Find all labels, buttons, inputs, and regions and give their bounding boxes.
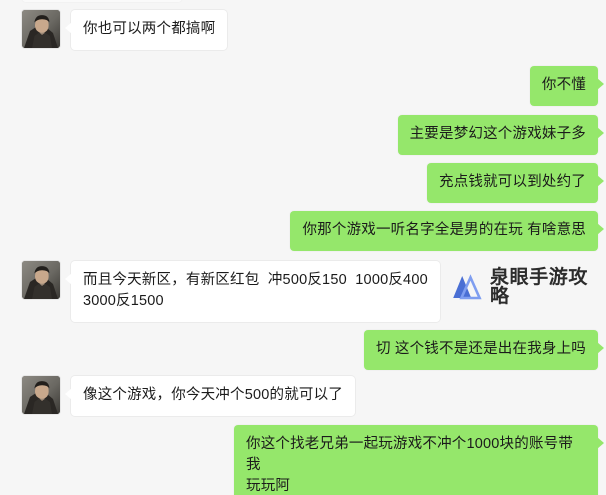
message-bubble[interactable]: 而且今天新区，有新区红包 冲500反150 1000反400 3000反1500 bbox=[65, 261, 440, 322]
clipped-message-bubble-top bbox=[22, 0, 182, 2]
message-row-outgoing[interactable]: 你这个找老兄弟一起玩游戏不冲个1000块的账号带我 玩玩阿 bbox=[234, 425, 604, 495]
message-row-incoming[interactable]: 你也可以两个都搞啊 bbox=[22, 10, 228, 50]
message-row-outgoing[interactable]: 主要是梦幻这个游戏妹子多 bbox=[397, 115, 605, 155]
message-bubble[interactable]: 主要是梦幻这个游戏妹子多 bbox=[397, 115, 605, 155]
message-bubble[interactable]: 你不懂 bbox=[529, 66, 605, 106]
message-bubble[interactable]: 你这个找老兄弟一起玩游戏不冲个1000块的账号带我 玩玩阿 bbox=[234, 425, 604, 495]
message-row-outgoing[interactable]: 切 这个钱不是还是出在我身上吗 bbox=[363, 330, 605, 370]
watermark: 泉眼手游攻略 bbox=[452, 268, 606, 306]
message-row-outgoing[interactable]: 充点钱就可以到处约了 bbox=[427, 163, 604, 203]
message-row-incoming[interactable]: 而且今天新区，有新区红包 冲500反150 1000反400 3000反1500 bbox=[22, 261, 440, 322]
avatar[interactable] bbox=[22, 261, 60, 299]
message-bubble[interactable]: 你也可以两个都搞啊 bbox=[64, 10, 228, 50]
watermark-text: 泉眼手游攻略 bbox=[490, 267, 589, 307]
message-row-outgoing[interactable]: 你那个游戏一听名字全是男的在玩 有啥意思 bbox=[290, 211, 604, 251]
message-row-outgoing[interactable]: 你不懂 bbox=[529, 66, 605, 106]
message-bubble[interactable]: 像这个游戏，你今天冲个500的就可以了 bbox=[65, 376, 355, 416]
message-bubble[interactable]: 你那个游戏一听名字全是男的在玩 有啥意思 bbox=[290, 211, 604, 251]
message-row-incoming[interactable]: 像这个游戏，你今天冲个500的就可以了 bbox=[22, 376, 355, 416]
message-bubble[interactable]: 充点钱就可以到处约了 bbox=[427, 163, 604, 203]
message-bubble[interactable]: 切 这个钱不是还是出在我身上吗 bbox=[363, 330, 605, 370]
double-triangle-logo-icon bbox=[453, 274, 482, 300]
avatar[interactable] bbox=[22, 10, 60, 48]
avatar[interactable] bbox=[22, 376, 60, 414]
